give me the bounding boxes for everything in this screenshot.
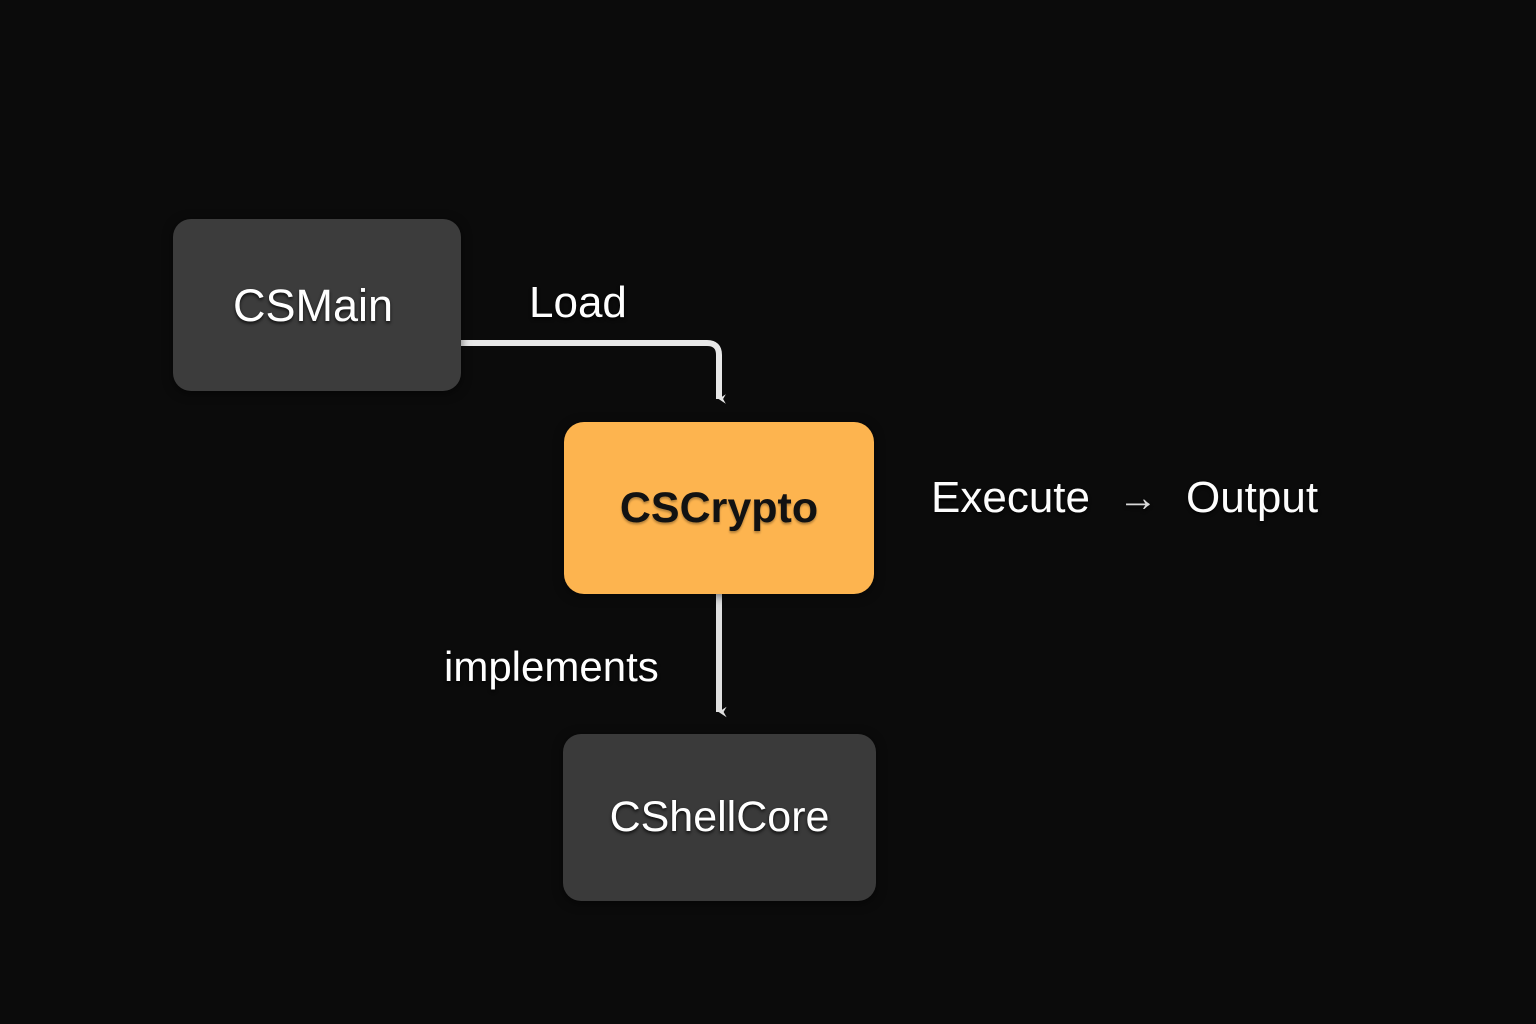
node-cscrypto[interactable]: CSCrypto [564,422,874,594]
node-cscrypto-label: CSCrypto [619,483,819,532]
annotation-output-text: Output [1185,473,1319,522]
annotation-execute-output: Execute → Output [931,476,1318,520]
node-csmain[interactable]: CSMain [173,219,461,391]
node-csmain-label: CSMain [232,279,394,331]
edge-csmain-to-cscrypto [461,340,726,404]
node-cshellcore-label: CShellCore [609,793,830,841]
edge-label-implements: implements [444,643,659,690]
edge-line-load [461,340,726,404]
edge-label-load: Load [529,278,627,327]
right-arrow-icon: → [1117,476,1158,520]
annotation-execute-text: Execute [931,473,1090,522]
node-cshellcore[interactable]: CShellCore [563,734,876,901]
